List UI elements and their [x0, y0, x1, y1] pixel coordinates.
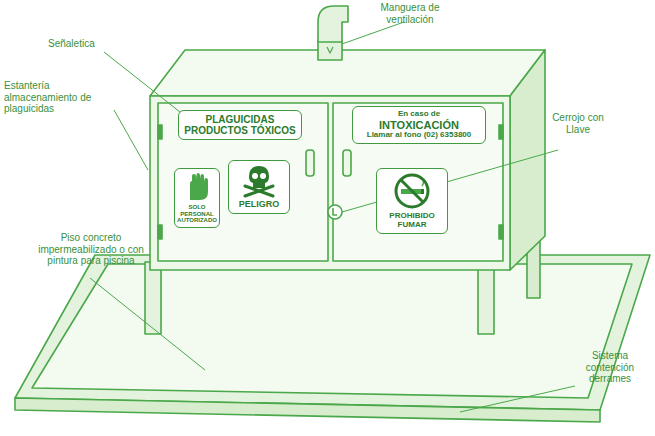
callout-label: Estantería almacenamiento de plaguicidas [4, 80, 116, 115]
warning-sign: SOLO PERSONAL AUTORIZADO [174, 168, 220, 228]
sign-text: En caso de [398, 110, 440, 119]
sign-text: PELIGRO [239, 200, 280, 210]
callout-label: Manguera de ventilación [370, 2, 450, 25]
warning-sign: PELIGRO [228, 160, 290, 214]
callout-label: Sistema contención derrames [570, 350, 650, 385]
sign-text: SOLO PERSONAL AUTORIZADO [177, 204, 217, 224]
warning-sign: PROHIBIDO FUMAR [376, 168, 448, 234]
sign-text: PROHIBIDO FUMAR [381, 212, 443, 230]
sign-text: Llamar al fono (02) 6353800 [367, 131, 472, 140]
callout-label: Piso concreto impermeabilizado o con pin… [22, 232, 160, 267]
callout-label: Cerrojo con Llave [548, 112, 608, 135]
sign-icon [239, 164, 279, 198]
callout-label: Señaletica [48, 38, 118, 50]
sign-text: INTOXICACIÓN [379, 119, 459, 131]
sign-icon [393, 172, 431, 210]
sign-icon [184, 172, 210, 202]
sign-text: PLAGUICIDAS PRODUCTOS TÓXICOS [183, 114, 297, 136]
warning-sign: PLAGUICIDAS PRODUCTOS TÓXICOS [178, 110, 302, 140]
warning-sign: En caso deINTOXICACIÓNLlamar al fono (02… [352, 106, 486, 144]
